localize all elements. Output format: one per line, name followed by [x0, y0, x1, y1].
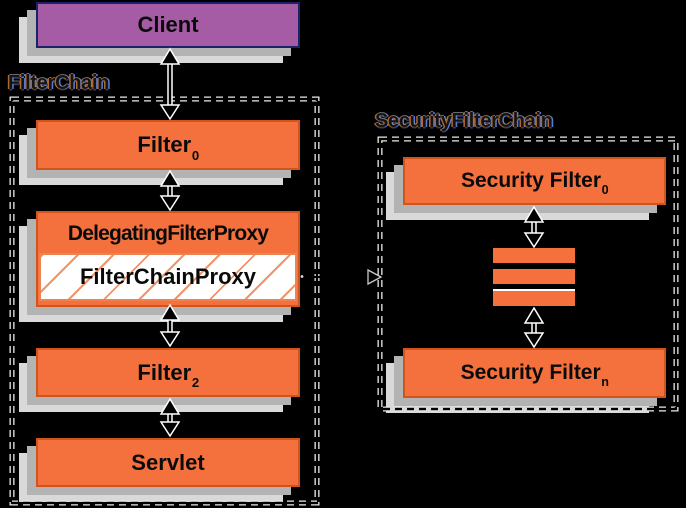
ellipsis-bar: [493, 248, 575, 263]
servlet-box: Servlet: [36, 438, 300, 487]
filter0-box: Filter0: [36, 120, 300, 170]
arrow-filter0-dfp: [159, 169, 181, 212]
delegating-filter-proxy-label: DelegatingFilterProxy: [67, 222, 269, 245]
security-filtern-box: Security Filtern: [403, 348, 666, 398]
arrow-client-filter0: [159, 47, 181, 121]
servlet-label: Servlet: [131, 449, 205, 475]
client-box: Client: [36, 2, 300, 48]
ellipsis-bar: [493, 289, 575, 306]
client-label: Client: [137, 12, 199, 37]
filter2-box: Filter2: [36, 348, 300, 397]
right-arrowhead-icon: [367, 268, 383, 286]
security-filter-chain-title: SecurityFilterChain: [375, 110, 553, 132]
arrow-secfilter0-ellipsis: [523, 205, 545, 249]
security-filter0-label: Security Filter0: [460, 169, 609, 198]
security-filter0-box: Security Filter0: [403, 157, 666, 205]
filter-chain-title: FilterChain: [8, 72, 110, 94]
filter0-label: Filter0: [137, 132, 200, 163]
more-filters-ellipsis: [493, 248, 575, 306]
delegating-filter-proxy-box: DelegatingFilterProxy FilterChainProxy: [36, 211, 300, 307]
arrow-ellipsis-secfiltern: [523, 306, 545, 349]
security-filtern-label: Security Filtern: [460, 361, 609, 390]
arrow-fcp-filter2: [159, 303, 181, 348]
connector-fcp-securitychain: [300, 268, 383, 286]
arrow-filter2-servlet: [159, 397, 181, 438]
filter-chain-proxy-label: FilterChainProxy: [79, 264, 257, 289]
filter2-label: Filter2: [137, 359, 200, 391]
ellipsis-bar: [493, 269, 575, 284]
filter-chain-proxy-box: FilterChainProxy: [39, 253, 297, 301]
